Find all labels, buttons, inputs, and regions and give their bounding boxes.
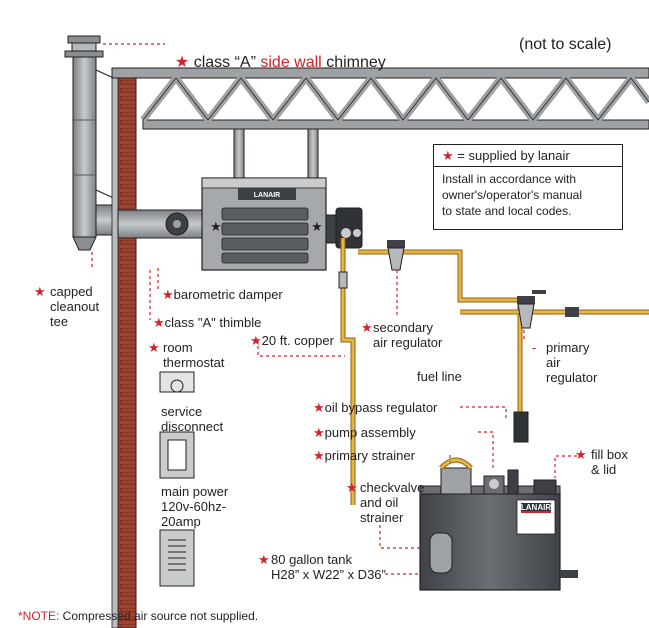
oil-storage-tank xyxy=(419,457,578,591)
label-barometric-damper: ★barometric damper xyxy=(162,287,283,302)
legend-supplied: = supplied by lanair xyxy=(457,148,570,163)
tank-brand: LANAIR xyxy=(521,503,551,512)
thermostat-icon xyxy=(159,371,195,393)
label-fuel-line: fuel line xyxy=(417,369,462,384)
footer-note: *NOTE: Compressed air source not supplie… xyxy=(18,609,259,623)
brick-wall xyxy=(117,75,137,628)
scale-note: (not to scale) xyxy=(519,36,612,53)
primary-air-regulator-icon xyxy=(517,290,579,329)
legend-install-note: Install in accordance with owner's/opera… xyxy=(442,172,582,218)
svg-text:★: ★ xyxy=(210,220,222,235)
svg-text:★: ★ xyxy=(311,220,323,235)
chimney-label: ★ class “A” side wall chimney xyxy=(174,54,386,71)
heater-brand: LANAIR xyxy=(254,192,280,199)
legend-box: ★ = supplied by lanair Install in accord… xyxy=(433,144,623,230)
label-oil-bypass-regulator: ★oil bypass regulator xyxy=(313,400,438,415)
heater-unit xyxy=(201,177,363,271)
label-thimble: ★class "A" thimble xyxy=(153,315,262,330)
chimney xyxy=(64,35,119,251)
label-main-power: main power 120v-60hz- 20amp xyxy=(161,484,229,529)
label-primary-strainer: ★primary strainer xyxy=(313,448,415,463)
fuel-line xyxy=(340,238,649,505)
flue-pipe xyxy=(117,209,209,239)
label-pump-assembly: ★pump assembly xyxy=(313,425,416,440)
label-copper: ★20 ft. copper xyxy=(250,333,334,348)
roof-truss xyxy=(111,67,649,130)
secondary-air-regulator-icon xyxy=(387,240,405,271)
label-service-disconnect: service disconnect xyxy=(161,404,224,434)
